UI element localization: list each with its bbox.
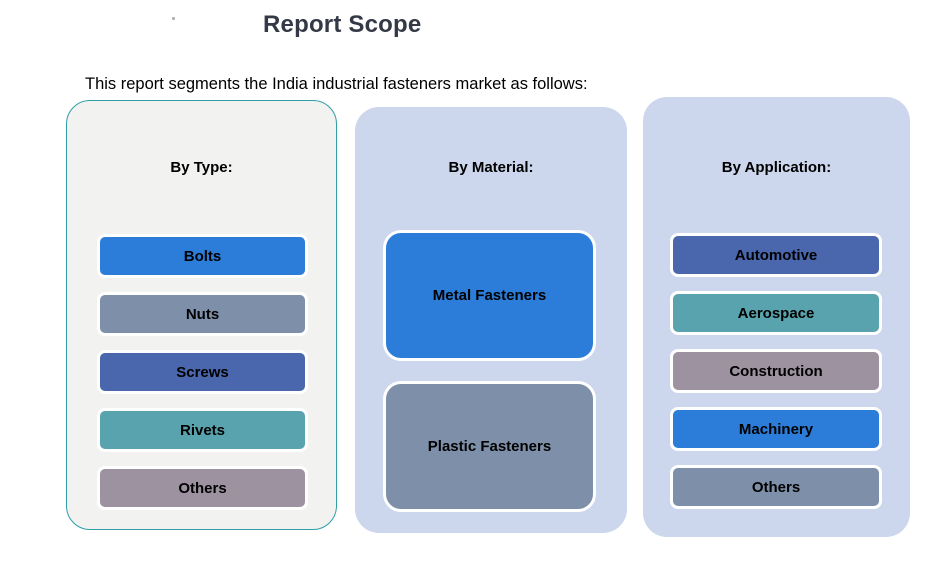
- panel-by-application-items: Automotive Aerospace Construction Machin…: [670, 233, 882, 509]
- panel-by-type: By Type: Bolts Nuts Screws Rivets Others: [66, 100, 337, 530]
- panel-by-type-header: By Type:: [170, 159, 233, 176]
- panel-by-application-header: By Application:: [721, 159, 832, 176]
- page-title: Report Scope: [263, 11, 422, 38]
- item-machinery: Machinery: [670, 407, 882, 451]
- item-plastic-fasteners: Plastic Fasteners: [383, 381, 596, 512]
- item-rivets: Rivets: [97, 408, 308, 452]
- item-metal-fasteners: Metal Fasteners: [383, 230, 596, 361]
- panel-by-material: By Material: Metal Fasteners Plastic Fas…: [355, 107, 627, 533]
- panel-by-type-items: Bolts Nuts Screws Rivets Others: [97, 234, 308, 510]
- panel-by-material-items: Metal Fasteners Plastic Fasteners: [383, 230, 596, 512]
- stray-dot-artifact: [172, 17, 175, 20]
- panel-by-application: By Application: Automotive Aerospace Con…: [643, 97, 910, 537]
- item-nuts: Nuts: [97, 292, 308, 336]
- panel-by-material-header: By Material:: [448, 159, 534, 176]
- page-subtitle: This report segments the India industria…: [85, 75, 588, 93]
- item-others-application: Others: [670, 465, 882, 509]
- item-aerospace: Aerospace: [670, 291, 882, 335]
- item-automotive: Automotive: [670, 233, 882, 277]
- item-others-type: Others: [97, 466, 308, 510]
- item-construction: Construction: [670, 349, 882, 393]
- item-bolts: Bolts: [97, 234, 308, 278]
- item-screws: Screws: [97, 350, 308, 394]
